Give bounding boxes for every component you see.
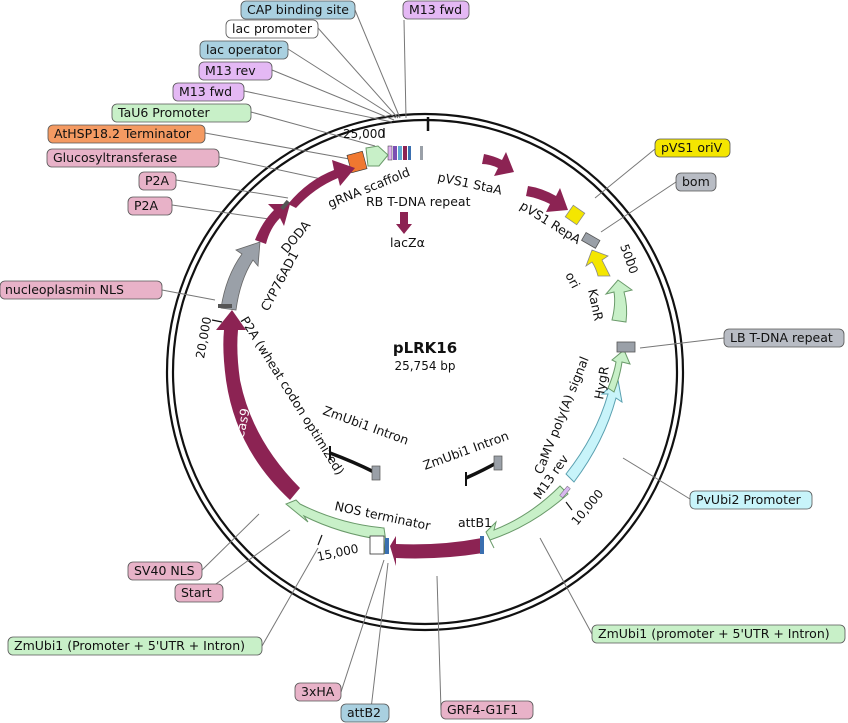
callout-m13-fwd-top-text: M13 fwd [409, 2, 462, 17]
callout-grf4-text: GRF4-G1F1 [447, 702, 518, 717]
plasmid-name: pLRK16 [393, 339, 457, 357]
cyp76ad1-arrow [220, 241, 261, 311]
callout-zmubi1-left-text: ZmUbi1 (Promoter + 5'UTR + Intron) [14, 638, 245, 653]
label-ori: ori [562, 269, 583, 290]
callout-pvubi2-text: PvUbi2 Promoter [696, 492, 802, 507]
doda-arrow [255, 204, 290, 244]
tick-label-10000: 10,000 [569, 487, 607, 528]
callout-p2a-1: P2A [138, 171, 177, 191]
ticks [211, 128, 637, 546]
callout-3xha-text: 3xHA [301, 684, 335, 699]
spcas9-arrow [216, 310, 300, 500]
tick-label-25000: 25,000 [343, 127, 385, 141]
callout-lac-operator: lac operator [199, 40, 289, 60]
attb2-marker [385, 538, 389, 554]
pvs1-staa-arrow [482, 152, 514, 176]
zmubi1-left-arrow [285, 499, 387, 555]
callout-attb2: attB2 [340, 703, 390, 723]
callout-grf4: GRF4-G1F1 [440, 700, 534, 720]
p2a-marker-2 [218, 304, 232, 308]
label-attB1: attB1 [458, 515, 492, 530]
grf4-arrow [390, 536, 483, 566]
callout-zmubi1-right-text: ZmUbi1 (promoter + 5'UTR + Intron) [598, 626, 830, 641]
callout-p2a-2-text: P2A [134, 198, 158, 213]
callout-p2a-1-text: P2A [145, 173, 169, 188]
callout-m13-fwd-left: M13 fwd [172, 82, 245, 102]
label-RB-TDNA: RB T-DNA repeat [366, 194, 471, 209]
m13-rev-marker [559, 485, 571, 499]
callout-lac-operator-text: lac operator [206, 42, 283, 57]
ori-arrow [585, 249, 611, 277]
pvs1-oriv-marker [564, 204, 586, 226]
callout-m13-rev-left: M13 rev [198, 61, 273, 81]
tau6-promoter-arrow [365, 145, 389, 167]
callout-nucleoplasmin: nucleoplasmin NLS [0, 280, 163, 300]
callout-tau6-text: TaU6 Promoter [117, 105, 211, 120]
glucosyltransferase-arrow [288, 160, 355, 208]
label-KanR: KanR [585, 288, 606, 323]
callout-cap-binding-text: CAP binding site [247, 2, 349, 17]
callout-lac-promoter: lac promoter [225, 19, 319, 39]
zmubi1-right-arrow [485, 485, 569, 549]
backbone-inner-ring [171, 118, 679, 626]
callout-m13-rev-left-text: M13 rev [205, 63, 256, 78]
pvs1-repa-arrow [526, 186, 568, 212]
label-ZmUbi1-Intron-a: ZmUbi1 Intron [321, 403, 411, 448]
attb1-marker [480, 536, 484, 554]
label-CYP76AD1: CYP76AD1 [257, 248, 301, 313]
tick-label-5000: 5000 [617, 242, 641, 275]
hygr-arrow [607, 349, 631, 393]
kanr-arrow [604, 279, 634, 323]
callout-glucosyl-text: Glucosyltransferase [53, 150, 178, 165]
plasmid-length: 25,754 bp [394, 359, 455, 373]
callout-3xha: 3xHA [294, 682, 342, 702]
callout-zmubi1-right: ZmUbi1 (promoter + 5'UTR + Intron) [591, 624, 846, 644]
bom-marker [581, 231, 601, 249]
label-lacZa: lacZα [390, 235, 425, 250]
tick-label-20000: 20,000 [193, 316, 214, 360]
callout-p2a-2: P2A [127, 196, 173, 216]
nos-terminator-feature [369, 535, 385, 555]
lacza-arrow [396, 212, 412, 234]
callout-m13-fwd-left-text: M13 fwd [179, 84, 232, 99]
callout-tau6: TaU6 Promoter [111, 103, 252, 123]
callout-nucleoplasmin-text: nucleoplasmin NLS [5, 282, 124, 297]
zmubi1-intron-b [465, 455, 503, 486]
top-small-features [387, 145, 423, 161]
callout-lb-tdna: LB T-DNA repeat [723, 328, 845, 348]
callout-lac-promoter-text: lac promoter [232, 21, 313, 36]
callout-attb2-text: attB2 [347, 705, 381, 720]
callout-pvubi2: PvUbi2 Promoter [689, 490, 813, 510]
callout-m13-fwd-top: M13 fwd [402, 0, 470, 20]
callout-start-text: Start [181, 585, 212, 600]
callout-lb-tdna-text: LB T-DNA repeat [730, 330, 833, 345]
callout-glucosyl: Glucosyltransferase [46, 148, 220, 168]
tick-label-15000: 15,000 [316, 542, 360, 564]
label-HygR: HygR [591, 365, 612, 401]
callout-cap-binding: CAP binding site [240, 0, 356, 20]
callout-bom-text: bom [682, 174, 710, 189]
zmubi1-intron-a [329, 446, 381, 481]
callout-bom: bom [675, 172, 717, 192]
callout-sv40-text: SV40 NLS [134, 563, 195, 578]
callout-lines [161, 9, 725, 711]
callout-pvs1-oriv: pVS1 oriV [654, 138, 731, 158]
callout-start: Start [174, 583, 224, 603]
callout-athsp: AtHSP18.2 Terminator [47, 124, 206, 144]
lb-tdna-marker [616, 341, 636, 353]
callout-athsp-text: AtHSP18.2 Terminator [54, 126, 192, 141]
p2a-marker-1 [280, 199, 290, 211]
callout-pvs1-oriv-text: pVS1 oriV [661, 140, 723, 155]
callout-zmubi1-left: ZmUbi1 (Promoter + 5'UTR + Intron) [7, 636, 263, 656]
backbone-outer-ring [165, 112, 685, 632]
callout-sv40: SV40 NLS [127, 561, 203, 581]
